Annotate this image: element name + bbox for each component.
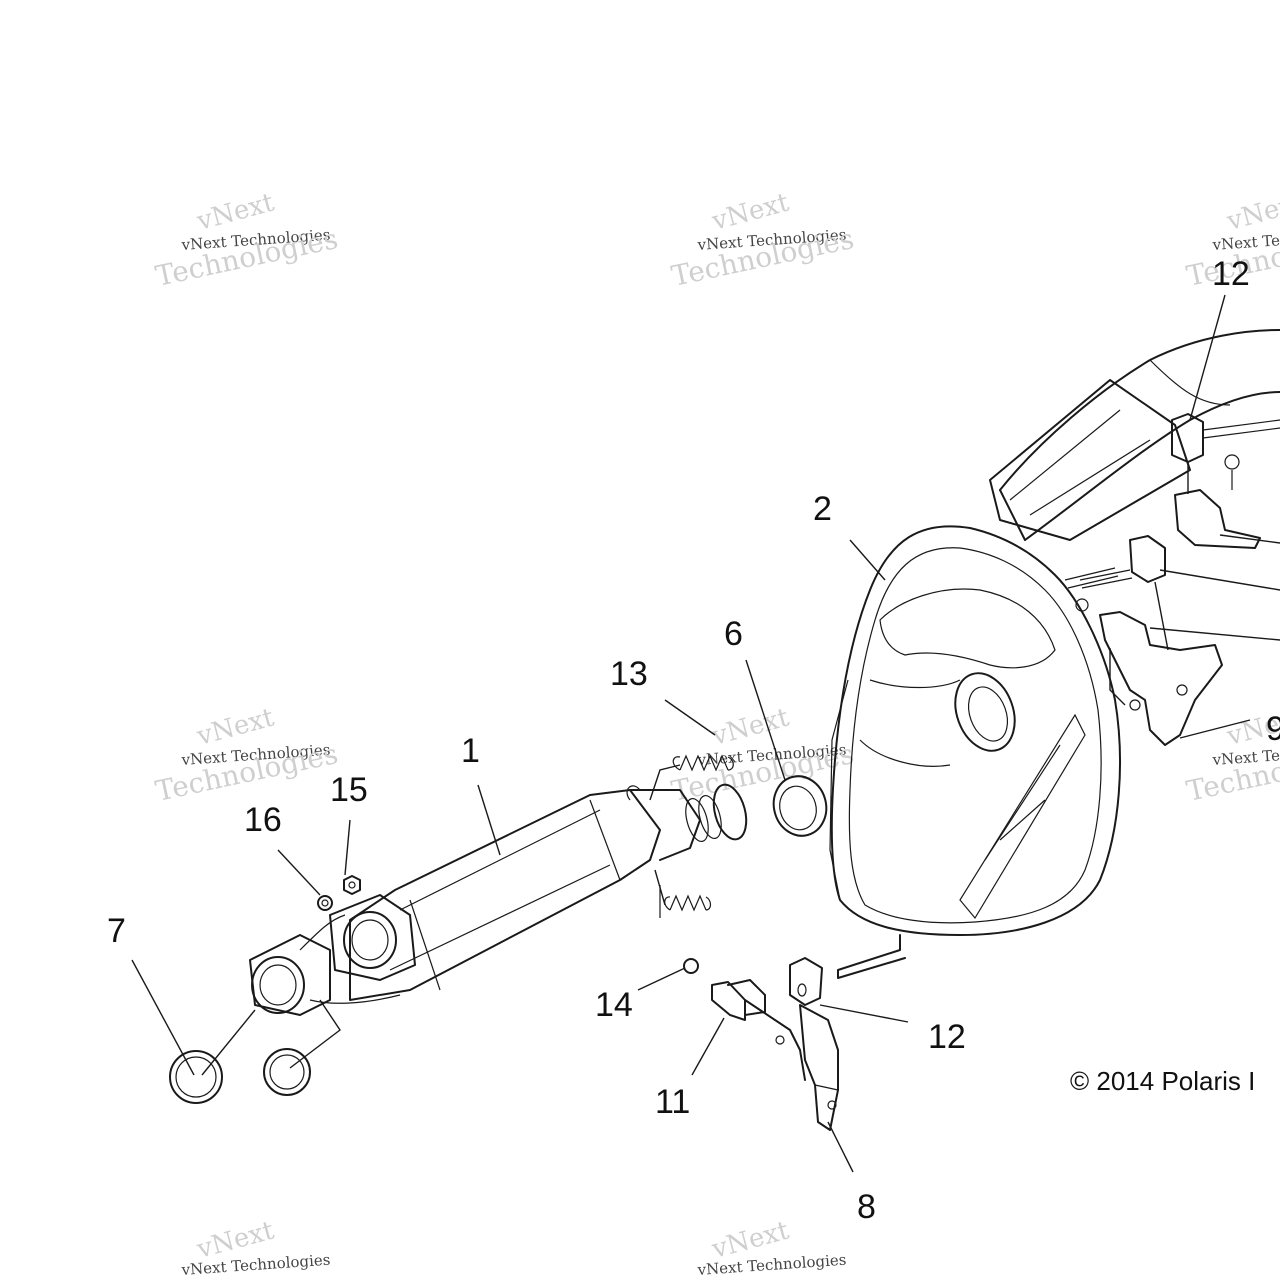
callout-9: 9: [1266, 710, 1280, 748]
part-12-grommet-lower: [789, 957, 823, 1006]
callout-8: 8: [857, 1188, 876, 1226]
callout-15: 15: [330, 771, 368, 809]
callout-14: 14: [595, 986, 633, 1024]
callout-16: 16: [244, 801, 282, 839]
part-1-front-pipe: [249, 783, 748, 1016]
part-12-grommet-mid: [1079, 535, 1166, 589]
part-2-muffler: [829, 329, 1280, 979]
watermark-bottom-left: vNext vNext Technologies: [180, 1215, 331, 1279]
part-7-gasket-left: [169, 1050, 223, 1104]
copyright-text: © 2014 Polaris I: [1070, 1066, 1255, 1096]
part-13-spring-lower: [664, 894, 712, 912]
part-9-bracket-upper: [1174, 454, 1261, 549]
part-8-bracket: [799, 1004, 839, 1131]
part-14-bolt: [683, 958, 699, 974]
part-13-spring-upper: [672, 754, 734, 772]
part-12-grommet-upper: [1171, 413, 1280, 463]
callout-1: 1: [461, 732, 480, 770]
leader-lines: [131, 294, 1280, 1173]
part-9-bracket-lower: [1075, 598, 1223, 746]
part-7-gasket-right: [263, 1048, 311, 1096]
part-11-bracket: [711, 979, 806, 1081]
callout-12-bottom: 12: [928, 1018, 966, 1056]
watermark-mid-left: vNext vNext Technologies Technologies: [153, 702, 341, 807]
callout-11: 11: [655, 1083, 690, 1121]
watermark-bottom-center: vNext vNext Technologies: [696, 1215, 847, 1279]
callout-7: 7: [107, 912, 126, 950]
watermark-top-left: vNext vNext Technologies Technologies: [153, 187, 341, 292]
watermark-mid-center: vNext vNext Technologies Technologies: [669, 702, 857, 807]
callout-6: 6: [724, 615, 743, 653]
watermark-top-center: vNext vNext Technologies Technologies: [669, 187, 857, 292]
part-6-seal: [772, 775, 828, 837]
part-16-washer: [317, 895, 333, 911]
callout-12-top: 12: [1212, 255, 1250, 293]
callout-13: 13: [610, 655, 648, 693]
part-15-nut: [343, 875, 361, 895]
svg-text:vNext: vNext: [1223, 187, 1280, 237]
callout-2: 2: [813, 490, 832, 528]
